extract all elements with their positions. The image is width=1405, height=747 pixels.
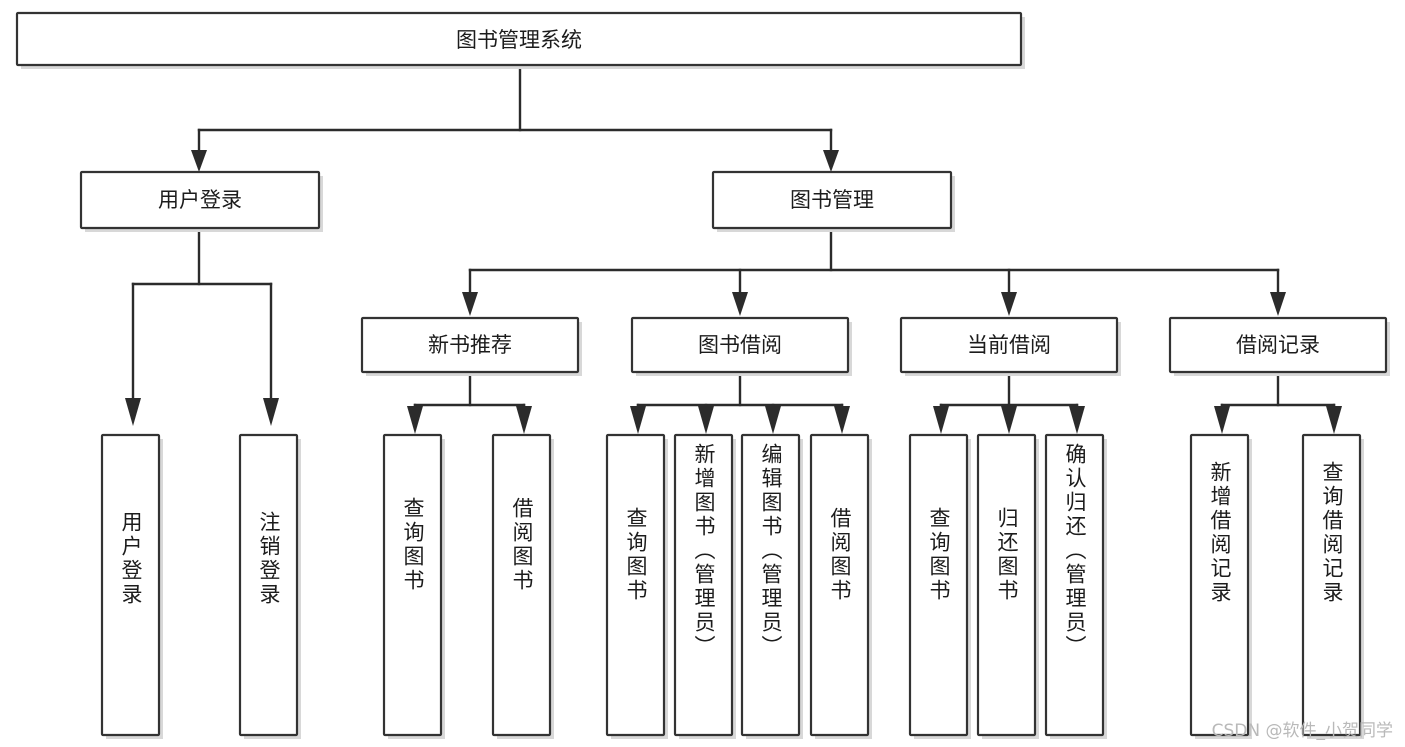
- arrow-head-leaf-add-record: [1214, 406, 1230, 434]
- node-leaf-borrow-book-1[interactable]: [491, 433, 552, 737]
- node-current-borrow-label: 当前借阅: [967, 333, 1051, 357]
- node-root[interactable]: [15, 11, 1023, 67]
- arrow-head-leaf-user-login: [125, 398, 141, 426]
- node-user-login-label: 用户登录: [158, 188, 242, 212]
- node-leaf-add-record[interactable]: [1189, 433, 1250, 737]
- node-leaf-query-record[interactable]: [1301, 433, 1362, 737]
- node-book-borrow-label: 图书借阅: [698, 333, 782, 357]
- arrow-head-leaf-query-record: [1326, 406, 1342, 434]
- arrow-head-leaf-borrow-book-2: [834, 406, 850, 434]
- arrow-head-leaf-edit-book: [765, 406, 781, 434]
- arrow-head-new-book-recommend: [462, 292, 478, 316]
- node-leaf-query-book-3[interactable]: [908, 433, 969, 737]
- arrow-head-leaf-borrow-book-1: [516, 406, 532, 434]
- node-leaf-user-logout[interactable]: [238, 433, 299, 737]
- node-leaf-query-book-2[interactable]: [605, 433, 666, 737]
- connector-layer: [125, 66, 1342, 434]
- node-book-manage-label: 图书管理: [790, 188, 874, 212]
- node-borrow-record-label: 借阅记录: [1236, 333, 1320, 357]
- arrow-head-book-manage: [823, 150, 839, 172]
- arrow-head-current-borrow: [1001, 292, 1017, 316]
- arrow-head-leaf-query-book-3: [933, 406, 949, 434]
- arrow-head-leaf-return-book: [1001, 406, 1017, 434]
- arrow-head-leaf-query-book-1: [407, 406, 423, 434]
- arrow-head-leaf-confirm-return: [1069, 406, 1085, 434]
- node-leaf-user-login[interactable]: [100, 433, 161, 737]
- node-book-borrow[interactable]: [630, 316, 850, 374]
- node-leaf-edit-book[interactable]: [740, 433, 801, 737]
- node-leaf-borrow-book-2[interactable]: [809, 433, 870, 737]
- arrow-head-book-borrow: [732, 292, 748, 316]
- node-root-label: 图书管理系统: [456, 28, 582, 52]
- arrow-head-leaf-add-book: [698, 406, 714, 434]
- node-user-login[interactable]: [79, 170, 321, 230]
- node-borrow-record[interactable]: [1168, 316, 1388, 374]
- node-layer: 图书管理系统 用户登录 图书管理 新书推荐 图书借阅 当前借阅 借阅记录: [15, 11, 1390, 739]
- arrow-head-leaf-query-book-2: [630, 406, 646, 434]
- node-leaf-query-book-1[interactable]: [382, 433, 443, 737]
- node-new-book-recommend[interactable]: [360, 316, 580, 374]
- node-leaf-confirm-return[interactable]: [1044, 433, 1105, 737]
- node-leaf-return-book[interactable]: [976, 433, 1037, 737]
- arrow-head-borrow-record: [1270, 292, 1286, 316]
- node-current-borrow[interactable]: [899, 316, 1119, 374]
- node-leaf-add-book[interactable]: [673, 433, 734, 737]
- arrow-head-user-login: [191, 150, 207, 172]
- node-new-book-recommend-label: 新书推荐: [428, 333, 512, 357]
- arrow-head-leaf-user-logout: [263, 398, 279, 426]
- node-book-manage[interactable]: [711, 170, 953, 230]
